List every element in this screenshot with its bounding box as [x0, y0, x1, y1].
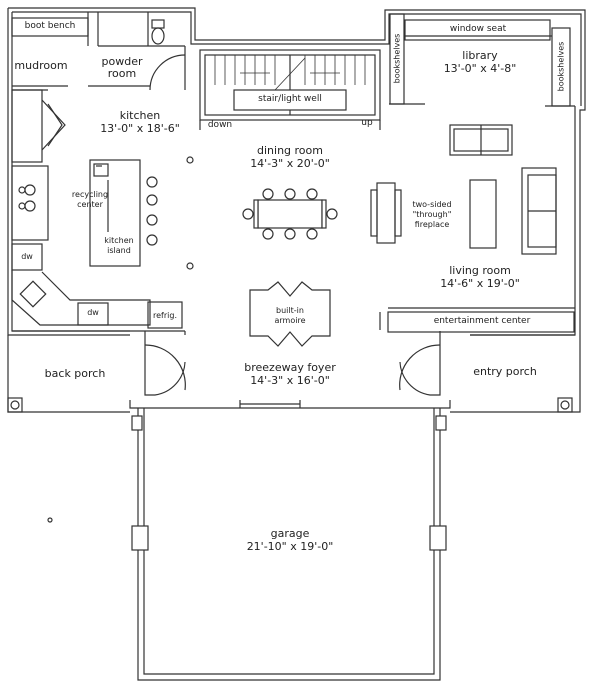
boot-bench-label: boot bench: [24, 21, 76, 31]
armoire-shape: [249, 281, 331, 347]
breezeway-foyer-label: breezeway foyer: [244, 361, 336, 374]
porch-details: [7, 335, 573, 413]
recycling-label-line1: recycling: [71, 190, 109, 199]
breezeway-foyer-size: 14'-3" x 16'-0": [250, 374, 330, 387]
dining-room-size: 14'-3" x 20'-0": [250, 157, 330, 170]
recycling-label-line2: center: [77, 200, 103, 209]
fireplace-label-line2: "through": [412, 210, 452, 219]
refrig-label: refrig.: [153, 311, 177, 320]
stair-down-label: down: [207, 120, 233, 130]
kitchen-label: kitchen: [119, 109, 161, 122]
armoire-label-line2: armoire: [274, 316, 306, 325]
powder-room-label-line2: room: [107, 67, 137, 80]
bookshelves-right-label: bookshelves: [556, 41, 566, 92]
mudroom-label: mudroom: [14, 59, 68, 72]
garage-label: garage: [270, 527, 310, 540]
kitchen-walls: [11, 89, 194, 329]
living-room-size: 14'-6" x 19'-0": [440, 277, 520, 290]
armoire-label-line1: built-in: [276, 306, 304, 315]
library-furniture: [389, 13, 575, 156]
garage-size: 21'-10" x 19'-0": [246, 540, 334, 553]
stair-well-label: stair/light well: [258, 94, 322, 104]
island-label-line1: kitchen: [104, 236, 134, 245]
back-porch-label: back porch: [44, 367, 106, 380]
stair-up-label: up: [361, 118, 373, 128]
dw-bottom-label: dw: [87, 308, 99, 317]
fireplace-label-line3: fireplace: [414, 220, 450, 229]
interior-walls: [12, 330, 575, 336]
entry-porch-label: entry porch: [473, 365, 537, 378]
stair: [199, 49, 381, 130]
garage-walls: [47, 400, 451, 681]
bookshelves-left-label: bookshelves: [392, 33, 402, 84]
mudroom-walls: [11, 12, 186, 91]
kitchen-size: 13'-0" x 18'-6": [100, 122, 180, 135]
library-label: library: [462, 49, 498, 62]
living-room-label: living room: [449, 264, 511, 277]
library-size: 13'-0" x 4'-8": [443, 62, 517, 75]
fireplace-label-line1: two-sided: [412, 200, 452, 209]
powder-room-label-line1: powder: [101, 55, 143, 68]
window-seat-label: window seat: [449, 24, 507, 34]
dw-left-label: dw: [21, 252, 33, 261]
entertainment-center-label: entertainment center: [433, 316, 531, 326]
dining-room-label: dining room: [257, 144, 323, 157]
living-room-furniture: [370, 167, 575, 333]
dining-table: [242, 188, 338, 240]
island-label-line2: island: [107, 246, 131, 255]
